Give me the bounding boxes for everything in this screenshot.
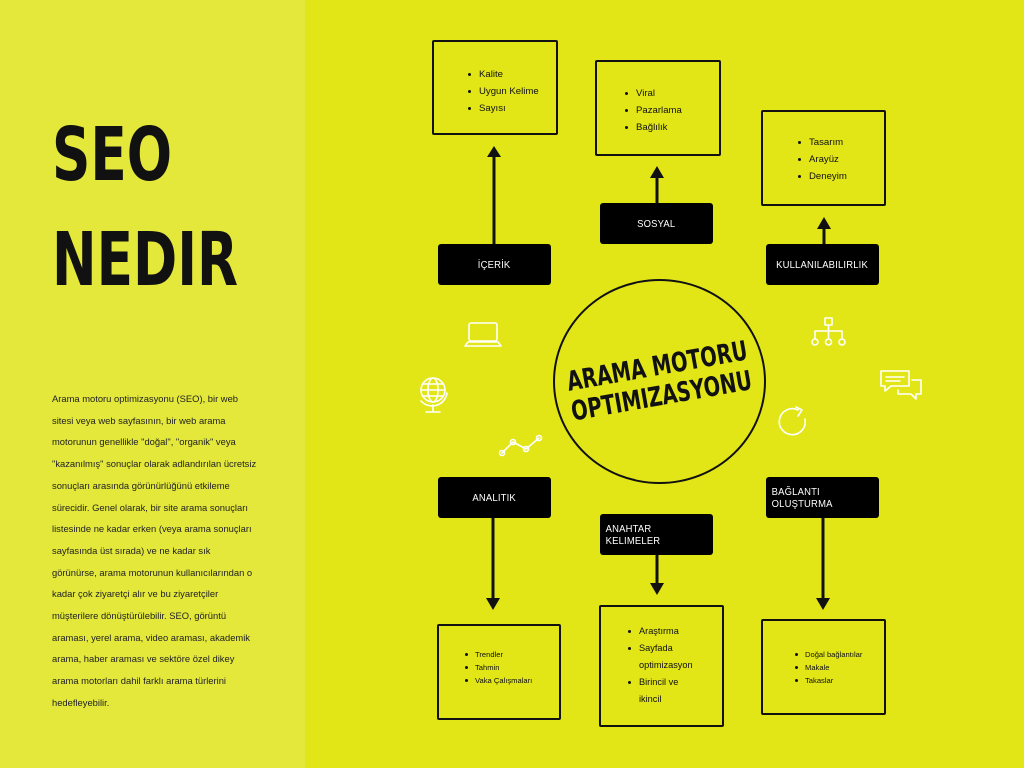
list-item: Kalite [468, 66, 556, 83]
list-item: Viral [625, 85, 719, 102]
list-item: Vaka Çalışmaları [465, 674, 559, 687]
list-item: Tasarım [798, 134, 884, 151]
list-item: Birincil ve [628, 674, 722, 691]
list-item: Araştırma [628, 623, 722, 640]
list-item: Arayüz [798, 151, 884, 168]
analitik-label: ANALITIK [438, 477, 551, 518]
chat-bubbles-icon [880, 370, 922, 400]
list-item: Deneyim [798, 168, 884, 185]
list-item: Bağlılık [625, 119, 719, 136]
sosyal-detail-box: Viral Pazarlama Bağlılık [595, 60, 721, 156]
hierarchy-icon [811, 317, 846, 346]
list-item: Uygun Kelime [468, 83, 556, 100]
anahtar-kelimeler-detail-box: Araştırma Sayfada optimizasyon Birincil … [599, 605, 724, 727]
list-item-continued: ikincil [639, 694, 662, 704]
list-item: Takaslar [795, 674, 884, 687]
icerik-detail-box: Kalite Uygun Kelime Sayısı [432, 40, 558, 135]
list-item: Pazarlama [625, 102, 719, 119]
analitik-detail-box: Trendler Tahmin Vaka Çalışmaları [437, 624, 561, 720]
center-circle: ARAMA MOTORU OPTIMIZASYONU [553, 279, 766, 484]
kullanilabilirlik-label: KULLANILABILIRLIK [766, 244, 879, 285]
list-item: Sayısı [468, 100, 556, 117]
baglanti-olusturma-label: BAĞLANTI OLUŞTURMA [766, 477, 879, 518]
sosyal-label: SOSYAL [600, 203, 713, 244]
list-item: Makale [795, 661, 884, 674]
laptop-icon [464, 322, 502, 347]
icerik-label: İÇERİK [438, 244, 551, 285]
baglanti-olusturma-detail-box: Doğal bağlantılar Makale Takaslar [761, 619, 886, 715]
kullanilabilirlik-detail-box: Tasarım Arayüz Deneyim [761, 110, 886, 206]
list-item: Trendler [465, 648, 559, 661]
list-item: Doğal bağlantılar [795, 648, 884, 661]
line-chart-icon [498, 434, 543, 457]
list-item: Tahmin [465, 661, 559, 674]
page-title-line-1: SEO [52, 112, 173, 198]
left-panel: SEO NEDIR Arama motoru optimizasyonu (SE… [0, 0, 305, 768]
page-title-line-2: NEDIR [52, 217, 239, 303]
list-item-continued: optimizasyon [639, 660, 693, 670]
list-item: Sayfada [628, 640, 722, 657]
refresh-arrow-icon [778, 406, 807, 436]
description-text: Arama motoru optimizasyonu (SEO), bir we… [52, 393, 257, 708]
globe-icon [420, 377, 448, 413]
anahtar-kelimeler-label: ANAHTAR KELIMELER [600, 514, 713, 555]
